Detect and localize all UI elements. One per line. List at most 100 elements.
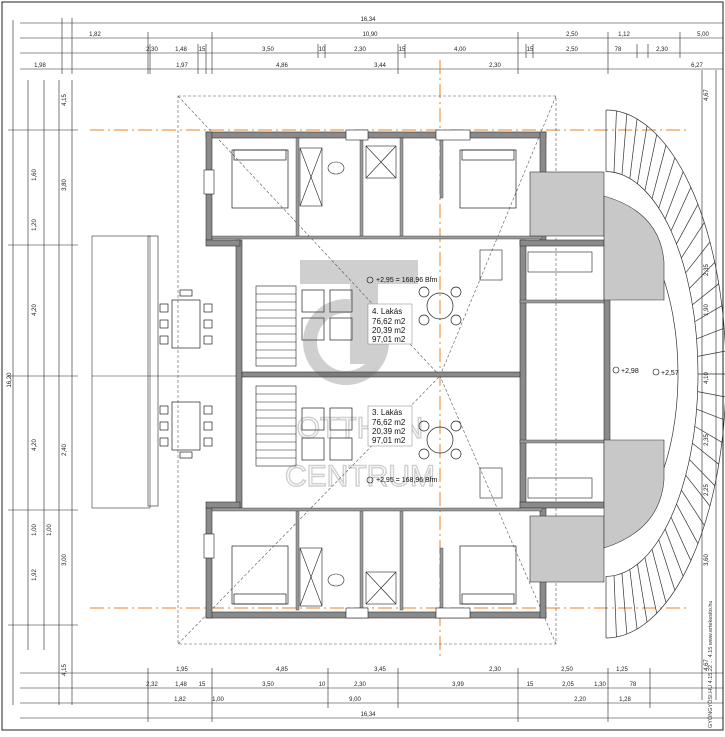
top-r1-dim-4: 1,12 bbox=[618, 32, 630, 38]
top-r3-dim-6: 6,27 bbox=[691, 63, 703, 69]
bottom-dimension-lines bbox=[20, 672, 723, 719]
stair-tread bbox=[621, 573, 628, 635]
apartment-3-area-1: 76,62 m2 bbox=[372, 418, 406, 427]
bottom-r2-dim-2: 1,48 bbox=[175, 682, 187, 688]
top-r2-dim-9: 15 bbox=[527, 47, 534, 53]
left-dim-12: 1,92 bbox=[32, 569, 38, 581]
stair-tread bbox=[676, 503, 699, 544]
bottom-r2-dim-1: 2,32 bbox=[146, 682, 158, 688]
bathroom-fixtures bbox=[299, 145, 397, 607]
stair-tread bbox=[689, 262, 716, 289]
bottom-r2-dim-11: 78 bbox=[630, 682, 637, 688]
top-r1-dim-1: 1,82 bbox=[89, 32, 101, 38]
top-r2-dim-11: 78 bbox=[615, 47, 622, 53]
stair-tread bbox=[692, 283, 719, 306]
bottom-r3-dim-4: 2,20 bbox=[574, 697, 586, 703]
top-r3-dim-1: 1,98 bbox=[34, 63, 46, 69]
top-r3-dim-4: 3,44 bbox=[374, 63, 386, 69]
top-r2-dim-1: 2,30 bbox=[146, 47, 158, 53]
level-center-right: +2,98 bbox=[621, 368, 639, 375]
top-r2-dim-10: 2,50 bbox=[566, 47, 578, 53]
stair-tread bbox=[621, 113, 628, 175]
bottom-r2-dim-5: 10 bbox=[319, 682, 326, 688]
bottom-r2-dim-6: 2,30 bbox=[354, 682, 366, 688]
bottom-dimension-ticks bbox=[147, 668, 651, 722]
stair-tread bbox=[637, 125, 648, 184]
windows bbox=[147, 129, 471, 619]
kitchen-counters bbox=[479, 249, 593, 499]
bottom-r1-dim-5: 2,50 bbox=[561, 667, 573, 673]
stair-tread bbox=[651, 145, 667, 199]
apartment-3-level: +2,95 = 168,96 Bfm bbox=[376, 477, 438, 484]
top-r2-dim-2: 1,48 bbox=[175, 47, 187, 53]
bottom-total-dim: 16,34 bbox=[360, 712, 376, 718]
left-dim-1: 4,15 bbox=[62, 94, 68, 106]
stair-tread bbox=[681, 489, 705, 526]
apartment-3-area-3: 97,01 m2 bbox=[372, 436, 406, 445]
top-total-dim: 16,34 bbox=[360, 17, 376, 23]
right-dim-5: 2,35 bbox=[704, 434, 710, 446]
left-dim-4: 1,20 bbox=[32, 219, 38, 231]
left-dimension-lines bbox=[8, 20, 78, 705]
bottom-r2-dim-3: 15 bbox=[199, 682, 206, 688]
right-dimension-texts: 4,67 2,35 1,90 4,10 2,35 2,25 3,60 4,67 bbox=[704, 89, 710, 671]
beds bbox=[231, 149, 517, 605]
stair-tread bbox=[696, 327, 725, 340]
top-r3-dim-3: 4,86 bbox=[276, 63, 288, 69]
bottom-r1-dim-1: 1,95 bbox=[176, 667, 188, 673]
stair-tread bbox=[658, 157, 676, 209]
bottom-r2-dim-10: 1,30 bbox=[594, 682, 606, 688]
left-dim-3: 3,80 bbox=[62, 179, 68, 191]
stair-tread bbox=[694, 426, 723, 443]
bottom-r1-dim-6: 1,25 bbox=[616, 667, 628, 673]
top-r1-dim-3: 2,50 bbox=[566, 32, 578, 38]
bottom-r1-dim-2: 4,85 bbox=[276, 667, 288, 673]
right-dim-8: 4,67 bbox=[704, 659, 710, 671]
title-block-text: GYÖNGYÖSI.HU 4.15.22 ... 4.15 www.erteke… bbox=[707, 601, 714, 728]
right-dim-4: 4,10 bbox=[704, 372, 710, 384]
apartment-3-label: 3. Lakás 76,62 m2 20,39 m2 97,01 m2 +2,9… bbox=[367, 405, 438, 484]
bottom-r2-dim-4: 3,50 bbox=[262, 682, 274, 688]
stair-tread bbox=[685, 474, 711, 507]
interior-stairs bbox=[255, 285, 297, 467]
bottom-r2-dim-7: 3,99 bbox=[452, 682, 464, 688]
right-dim-3: 1,90 bbox=[704, 304, 710, 316]
apartment-4-level: +2,95 = 168,96 Bfm bbox=[376, 277, 438, 284]
top-r2-dim-3: 15 bbox=[199, 47, 206, 53]
level-markers: +2,98 +2,57 bbox=[366, 276, 679, 484]
apartment-4-area-1: 76,62 m2 bbox=[372, 317, 406, 326]
top-dimension-texts: 16,34 1,82 10,90 2,50 1,12 5,00 2,30 1,4… bbox=[34, 17, 709, 69]
stair-tread bbox=[613, 575, 617, 638]
bottom-r3-dim-1: 1,82 bbox=[174, 697, 186, 703]
right-dim-2: 2,35 bbox=[704, 264, 710, 276]
left-dim-6: 16,20 bbox=[7, 372, 13, 388]
top-r2-dim-6: 2,30 bbox=[354, 47, 366, 53]
interior-partitions bbox=[211, 137, 605, 611]
hatched-balconies bbox=[529, 171, 665, 583]
stair-tread bbox=[685, 241, 711, 274]
apartment-4-name: 4. Lakás bbox=[372, 307, 402, 316]
stair-tread bbox=[670, 516, 692, 561]
bottom-r2-dim-8: 15 bbox=[527, 682, 534, 688]
apartment-4-area-3: 97,01 m2 bbox=[372, 335, 406, 344]
right-dim-1: 4,67 bbox=[704, 89, 710, 101]
stair-tread bbox=[670, 187, 692, 232]
stair-tread bbox=[613, 110, 617, 173]
bottom-r1-dim-3: 3,45 bbox=[374, 667, 386, 673]
left-dim-9: 1,00 bbox=[32, 524, 38, 536]
apartment-3-area-2: 20,39 m2 bbox=[372, 427, 406, 436]
bottom-r3-dim-5: 1,28 bbox=[619, 697, 631, 703]
apartment-3-name: 3. Lakás bbox=[372, 408, 402, 417]
stair-arc bbox=[605, 109, 725, 639]
level-far-right: +2,57 bbox=[661, 370, 679, 377]
right-dim-7: 3,60 bbox=[704, 554, 710, 566]
stair-tread bbox=[644, 134, 658, 191]
left-dim-2: 1,60 bbox=[32, 169, 38, 181]
bottom-r3-dim-2: 1,00 bbox=[212, 697, 224, 703]
apartment-4-area-2: 20,39 m2 bbox=[372, 326, 406, 335]
stair-tread bbox=[692, 442, 719, 465]
left-dimension-texts: 4,15 1,60 3,80 1,20 4,20 16,20 4,20 2,40… bbox=[7, 94, 68, 676]
stair-tread bbox=[676, 204, 699, 245]
